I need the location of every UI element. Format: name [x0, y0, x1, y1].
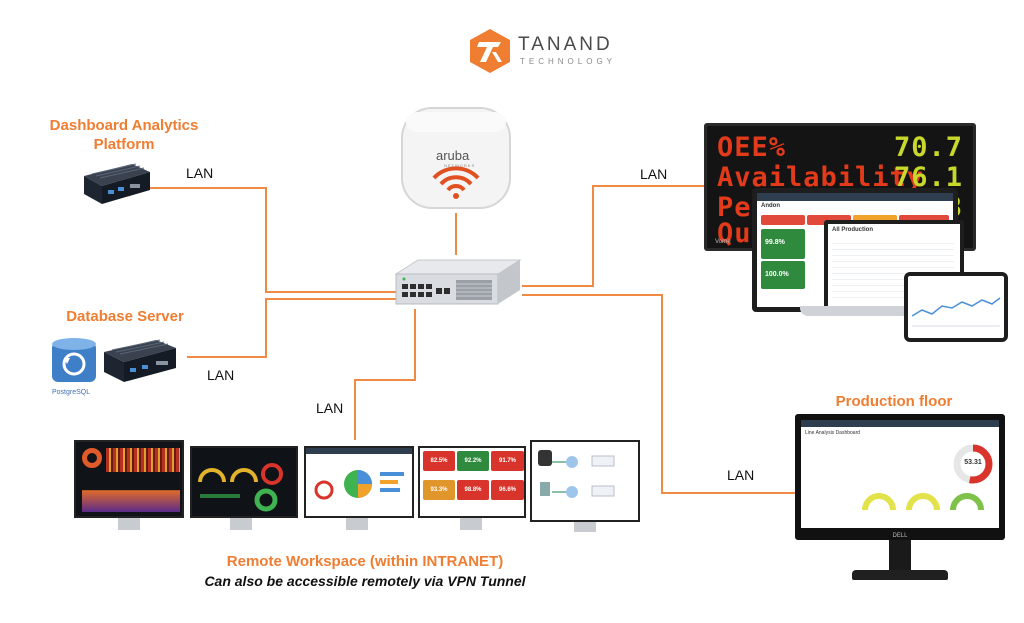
andon-tile: 91.7%	[491, 451, 524, 471]
app-header	[757, 193, 953, 201]
tablet-screen	[904, 272, 1008, 342]
lan-label-database: LAN	[207, 367, 235, 383]
access-point-sub: NETWORKS	[444, 163, 476, 168]
network-switch-icon	[394, 259, 522, 305]
production-floor-monitor: Line Analysis Dashboard 53.31 DELL	[795, 414, 1005, 540]
pie-chart	[306, 448, 412, 500]
monitor-stand	[852, 570, 948, 580]
andon-tile: 99.8%	[761, 229, 805, 259]
production-panel-title: All Production	[832, 227, 873, 233]
semi-gauges	[862, 493, 984, 511]
lan-label-production: LAN	[727, 467, 755, 483]
donut-gauge-value: 53.31	[964, 459, 982, 466]
andon-header-tile	[761, 215, 805, 225]
andon-tile: 93.3%	[423, 480, 455, 500]
donut-chart	[82, 448, 102, 468]
tablet-chart	[911, 297, 1001, 327]
andon-tile: 96.6%	[491, 480, 524, 500]
link-remote	[354, 309, 416, 440]
andon-tile: 82.5%	[423, 451, 455, 471]
production-floor-title: Production floor	[835, 393, 953, 410]
led-label: OEE%	[717, 132, 787, 163]
monitor-brand: DELL	[892, 533, 908, 539]
monitor-stand	[118, 518, 140, 530]
wireless-access-point-icon	[401, 107, 511, 209]
led-label: Availability	[717, 162, 925, 193]
monitor-neck	[889, 540, 911, 574]
andon-app-title: Andon	[761, 203, 780, 209]
company-logo: TANAND TECHNOLOGY	[468, 26, 618, 76]
process-diagram	[538, 450, 615, 498]
vpn-note: Can also be accessible remotely via VPN …	[204, 573, 526, 589]
lan-label-dashboard: LAN	[186, 165, 214, 181]
remote-monitor-5	[530, 440, 640, 522]
app-header	[801, 420, 999, 427]
laptop-base	[800, 306, 984, 316]
remote-workspace-title: Remote Workspace (within INTRANET)	[226, 553, 504, 570]
database-icon	[52, 338, 96, 382]
led-row-availability: Availability 76.1	[707, 164, 973, 192]
monitor-stand	[460, 518, 482, 530]
production-panel-title: Line Analysis Dashboard	[805, 430, 861, 436]
link-database	[187, 298, 400, 358]
andon-tile-value: 100.0%	[765, 271, 789, 278]
led-board-brand: Vorne	[715, 239, 731, 245]
lan-label-led: LAN	[640, 166, 668, 182]
andon-tile: 98.8%	[457, 480, 489, 500]
postgresql-logo: PostgreSQL	[52, 389, 91, 396]
led-row-oee: OEE% 70.7	[707, 134, 973, 162]
remote-monitor-3	[304, 446, 414, 518]
heatmap	[106, 448, 180, 472]
link-dashboard	[150, 187, 400, 293]
donut-gauge	[953, 444, 993, 484]
dashboard-platform-title: Dashboard Analytics Platform	[49, 117, 199, 153]
area-chart	[82, 476, 180, 512]
led-value: 76.1	[893, 162, 963, 193]
andon-tile: 100.0%	[761, 261, 805, 289]
andon-tile-value: 99.8%	[765, 239, 785, 246]
remote-monitor-1	[74, 440, 184, 518]
logo-name: TANAND	[518, 34, 613, 55]
monitor-stand	[346, 518, 368, 530]
logo-subtitle: TECHNOLOGY	[520, 57, 617, 66]
link-production-floor	[522, 294, 795, 494]
database-server-icon	[104, 339, 176, 382]
gauges-chart	[198, 463, 283, 512]
andon-tile: 92.2%	[457, 451, 489, 471]
monitor-stand	[574, 522, 596, 532]
led-label: Pe	[717, 192, 752, 223]
led-value: 70.7	[893, 132, 963, 163]
industrial-pc-icon	[84, 163, 150, 204]
database-server-title: Database Server	[66, 308, 184, 325]
access-point-brand: aruba	[436, 148, 470, 163]
logo-hex-icon	[470, 29, 510, 73]
remote-monitor-2	[190, 446, 298, 518]
monitor-stand	[230, 518, 252, 530]
led-label: Qu	[717, 218, 752, 249]
remote-monitor-4: 82.5% 92.2% 91.7% 93.3% 98.8% 96.6%	[418, 446, 526, 518]
link-led-board	[522, 185, 710, 287]
lan-label-remote: LAN	[316, 400, 344, 416]
